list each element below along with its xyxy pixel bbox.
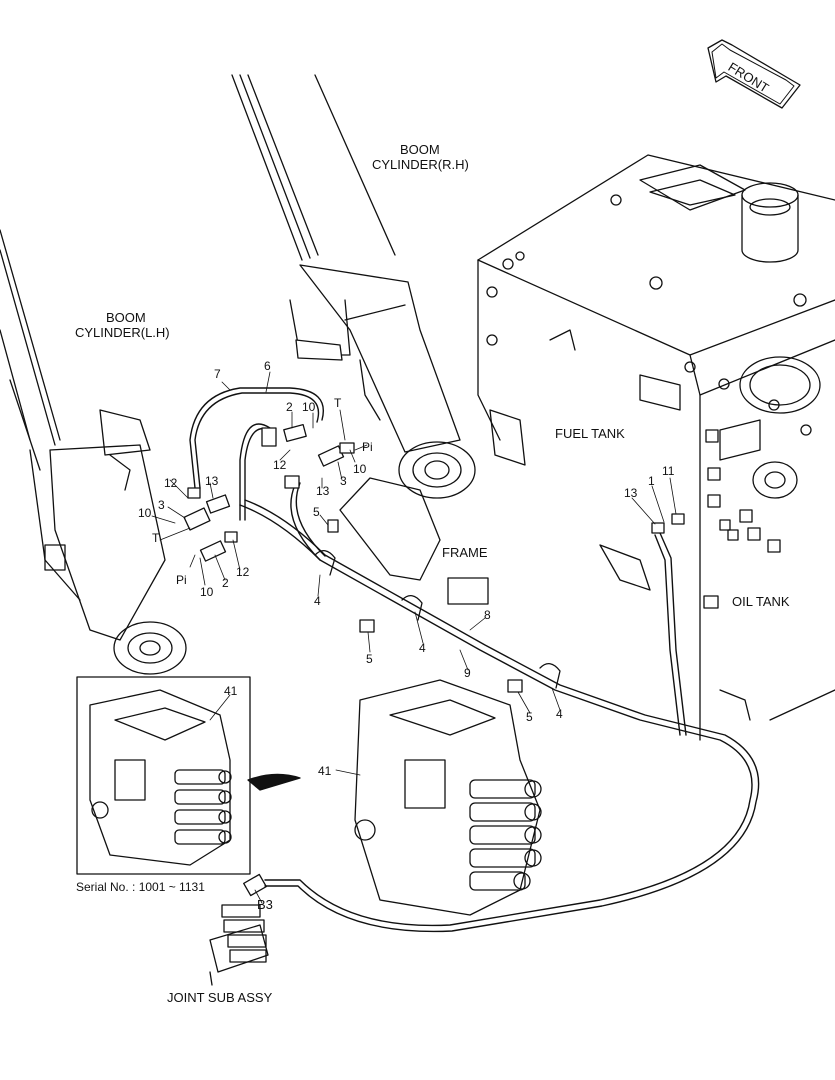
joint-sub-assy-shape	[209, 873, 269, 986]
boom-cylinder-rh-shape	[231, 74, 476, 499]
callout-4: 4	[556, 707, 563, 721]
callout-13: 13	[624, 486, 638, 500]
callout-41-main: 41	[318, 764, 332, 778]
callout-10: 10	[302, 400, 316, 414]
boom-cylinder-lh-shape	[0, 229, 187, 675]
callout-13: 13	[205, 474, 219, 488]
callout-pi: Pi	[176, 573, 187, 587]
callout-t: T	[334, 396, 342, 410]
callout-10: 10	[353, 462, 367, 476]
boom-cylinder-rh-label-line2: CYLINDER(R.H)	[372, 157, 469, 172]
control-valve-inset	[89, 689, 232, 866]
callout-t: T	[152, 531, 160, 545]
callout-12: 12	[164, 476, 178, 490]
callout-6: 6	[264, 359, 271, 373]
callout-12: 12	[236, 565, 250, 579]
oil-tank-label: OIL TANK	[732, 594, 790, 609]
callout-8: 8	[484, 608, 491, 622]
boom-cylinder-lh-label-line2: CYLINDER(L.H)	[75, 325, 170, 340]
boom-cylinder-rh-label-line1: BOOM	[400, 142, 440, 157]
callout-3: 3	[340, 474, 347, 488]
joint-sub-assy-label: JOINT SUB ASSY	[167, 990, 273, 1005]
callout-pi: Pi	[362, 440, 373, 454]
callout-5: 5	[526, 710, 533, 724]
callout-10: 10	[200, 585, 214, 599]
callout-11: 11	[662, 464, 675, 478]
callout-5: 5	[313, 505, 320, 519]
callout-5: 5	[366, 652, 373, 666]
fuel-tank-shape	[477, 154, 835, 741]
control-valve-main	[354, 679, 542, 916]
callout-4: 4	[419, 641, 426, 655]
callout-2: 2	[286, 400, 293, 414]
callout-7: 7	[214, 367, 221, 381]
front-arrow-icon	[707, 39, 801, 109]
callout-4: 4	[314, 594, 321, 608]
boom-cylinder-lh-label-line1: BOOM	[106, 310, 146, 325]
callout-9: 9	[464, 666, 471, 680]
callout-13: 13	[316, 484, 330, 498]
b3-label: B3	[257, 897, 273, 912]
frame-label: FRAME	[442, 545, 488, 560]
callout-41-inset: 41	[224, 684, 238, 698]
callout-2: 2	[222, 576, 229, 590]
callout-1: 1	[648, 474, 655, 488]
serial-inset-frame	[76, 676, 251, 875]
leader-lines	[151, 371, 677, 904]
callout-12: 12	[273, 458, 287, 472]
callout-10: 10	[138, 506, 152, 520]
frame-plate-shape	[339, 477, 489, 605]
serial-label: Serial No. : 1001 ~ 1131	[76, 880, 205, 894]
fuel-tank-label: FUEL TANK	[555, 426, 625, 441]
callout-3: 3	[158, 498, 165, 512]
fittings	[183, 423, 685, 693]
clamps	[314, 550, 561, 689]
